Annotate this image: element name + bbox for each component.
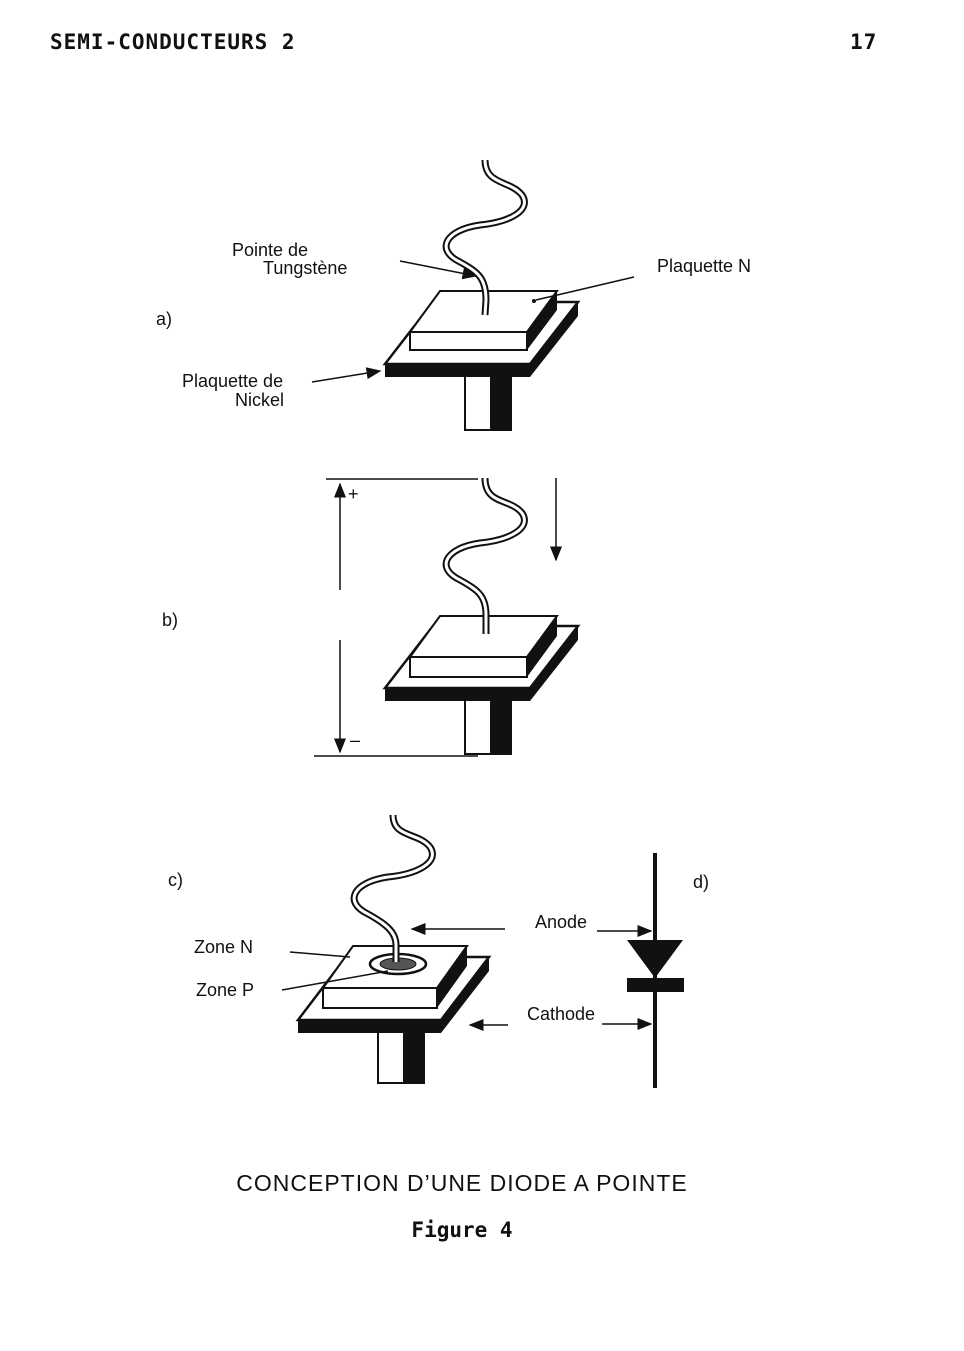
diode-cathode-bar: [627, 978, 684, 992]
diode-anode-triangle: [627, 940, 683, 978]
nickel-plate-label-line1: Plaquette de: [182, 371, 283, 391]
zone-p-label: Zone P: [196, 980, 254, 1000]
panel-b-label: b): [162, 610, 178, 630]
panel-a-label: a): [156, 309, 172, 329]
panel-a-stem: [464, 371, 512, 431]
positive-terminal-sign: +: [348, 484, 359, 504]
plaquette-n-label: Plaquette N: [657, 256, 751, 276]
running-header-title: SEMI-CONDUCTEURS 2: [50, 30, 296, 54]
tungsten-tip-label-line2: Tungstène: [263, 258, 347, 278]
panel-c-label: c): [168, 870, 183, 890]
figure-caption-title: CONCEPTION D’UNE DIODE A POINTE: [236, 1170, 688, 1196]
panel-c: c) Zone N Zone P: [168, 814, 508, 1084]
zone-n-label: Zone N: [194, 937, 253, 957]
tungsten-tip-label-line1: Pointe de: [232, 240, 308, 260]
panel-d-label: d): [693, 872, 709, 892]
page-number: 17: [850, 30, 878, 54]
panel-a: a) Pointe de Tungstène Plaquette N Plaqu…: [156, 159, 751, 431]
panel-b: b) + –: [162, 477, 581, 757]
figure-caption-label: Figure 4: [411, 1218, 513, 1242]
panel-d: d) Anode Cathode: [527, 853, 709, 1088]
nickel-plate-label-line2: Nickel: [235, 390, 284, 410]
negative-terminal-sign: –: [350, 730, 360, 750]
cathode-label: Cathode: [527, 1004, 595, 1024]
anode-label: Anode: [535, 912, 587, 932]
